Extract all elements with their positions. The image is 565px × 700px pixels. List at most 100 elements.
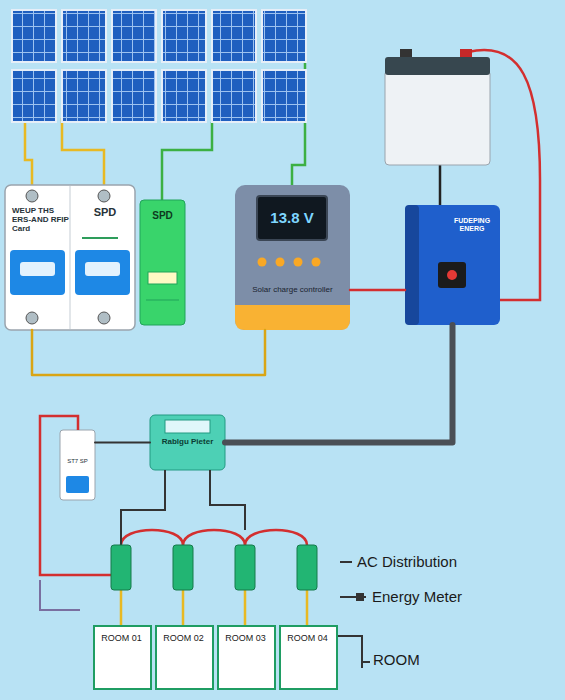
panel-wires: [162, 122, 212, 200]
breaker-body: [26, 190, 38, 202]
breaker-body: [26, 312, 38, 324]
ac-breaker: ST7 SP: [60, 430, 95, 500]
energy-meter-body: [150, 415, 225, 470]
battery: [439, 165, 442, 205]
solar-panel: [162, 10, 206, 62]
inverter-body: [405, 205, 419, 325]
wire: [95, 442, 150, 444]
solar-panel: [62, 10, 106, 62]
solar-panel: [12, 10, 306, 122]
legend-sample: [357, 594, 363, 600]
node-label: FUDEPING ENERG: [447, 217, 497, 233]
breaker-body: [70, 186, 71, 329]
node-label: WEUP THS ERS-AND RFIP Card: [12, 206, 70, 234]
ac-breaker-body: [60, 430, 95, 500]
inverter: FUDEPING ENERG: [405, 205, 500, 325]
solar-panel: [112, 70, 156, 122]
breaker-body: [98, 190, 110, 202]
distribution-wires: [245, 530, 307, 545]
legend-text: Energy Meter: [372, 588, 462, 605]
node-label: 13.8 V: [257, 209, 327, 226]
distribution-wires: [121, 530, 183, 545]
solar-panel: [12, 70, 56, 122]
distribution-wires: [40, 416, 307, 625]
distribution-wires: [40, 416, 111, 575]
breaker-body: [10, 250, 65, 295]
surge-protector: SPD: [140, 200, 187, 325]
node-label: SPD: [77, 206, 133, 219]
spd-body: [148, 272, 177, 284]
solar-panel: [12, 10, 56, 62]
distribution-wires: [183, 530, 245, 545]
energy-meter-body: [165, 420, 210, 433]
charge-controller-body: [312, 258, 321, 267]
solar-panel: [212, 70, 256, 122]
spd-body: [140, 200, 185, 325]
legend-sample: [337, 562, 370, 668]
solar-panel: [212, 10, 256, 62]
energy-meter-body: [150, 415, 225, 470]
energy-meter: Rablgu Pieter: [150, 415, 225, 470]
breaker-body: [98, 312, 110, 324]
node-label: SPD: [140, 210, 185, 222]
room-box: ROOM 03: [217, 625, 276, 690]
breaker-body: [5, 185, 135, 330]
room-breaker: [111, 545, 317, 590]
node-label: ROOM 01: [93, 633, 150, 643]
spd-body: [140, 200, 185, 325]
inverter-body: [438, 262, 466, 288]
solar-panel: [262, 70, 306, 122]
breaker-body: [75, 250, 130, 295]
charge-controller-body: [258, 258, 267, 267]
node-label: ST7 SP: [62, 458, 93, 465]
charge-controller-body: [257, 196, 327, 240]
distribution-wires: [210, 470, 245, 530]
distribution-wires: [121, 590, 307, 625]
wire: [32, 330, 265, 375]
solar-panel: [162, 70, 206, 122]
room-box: ROOM 01: [93, 625, 152, 690]
solar-panel: [112, 10, 156, 62]
solar-panel: [62, 70, 106, 122]
wire: [350, 289, 405, 292]
room-breaker: [235, 545, 255, 590]
charge-controller-body: [235, 305, 350, 330]
wire: [225, 325, 453, 443]
battery: [385, 70, 490, 165]
panel-wires: [62, 118, 104, 190]
node-label: ROOM 04: [279, 633, 336, 643]
node-label: Solar charge controller: [237, 285, 348, 294]
room-breaker: [297, 545, 317, 590]
node-label: Rablgu Pieter: [154, 437, 221, 446]
room-breaker: [111, 545, 131, 590]
spd-body: [146, 300, 179, 301]
legend-text: AC Distribution: [357, 553, 457, 570]
panel-wires: [25, 118, 32, 190]
battery: [352, 49, 540, 300]
room-box: ROOM 02: [155, 625, 214, 690]
breaker-body: [82, 237, 118, 239]
legend-text: ROOM: [373, 651, 420, 668]
distribution-wires: [40, 580, 80, 610]
legend-sample: [337, 636, 370, 668]
ac-breaker-body: [66, 476, 89, 493]
room-breaker: [173, 545, 193, 590]
inverter-body: [405, 205, 500, 325]
charge-controller-body: [235, 185, 350, 330]
charge-controller-body: [276, 258, 285, 267]
charge-controller-body: [294, 258, 303, 267]
battery: [385, 57, 490, 75]
charge-controller: 13.8 V Solar charge controller: [235, 185, 350, 330]
panel-wires: [25, 40, 305, 200]
ac-breaker-body: [60, 430, 95, 500]
distribution-wires: [121, 470, 165, 545]
inverter-body: [447, 270, 457, 280]
breaker-body: [85, 262, 120, 276]
room-box: ROOM 04: [279, 625, 338, 690]
charge-controller-body: [235, 185, 350, 330]
legend-sample: [340, 561, 352, 563]
node-label: ROOM 03: [217, 633, 274, 643]
